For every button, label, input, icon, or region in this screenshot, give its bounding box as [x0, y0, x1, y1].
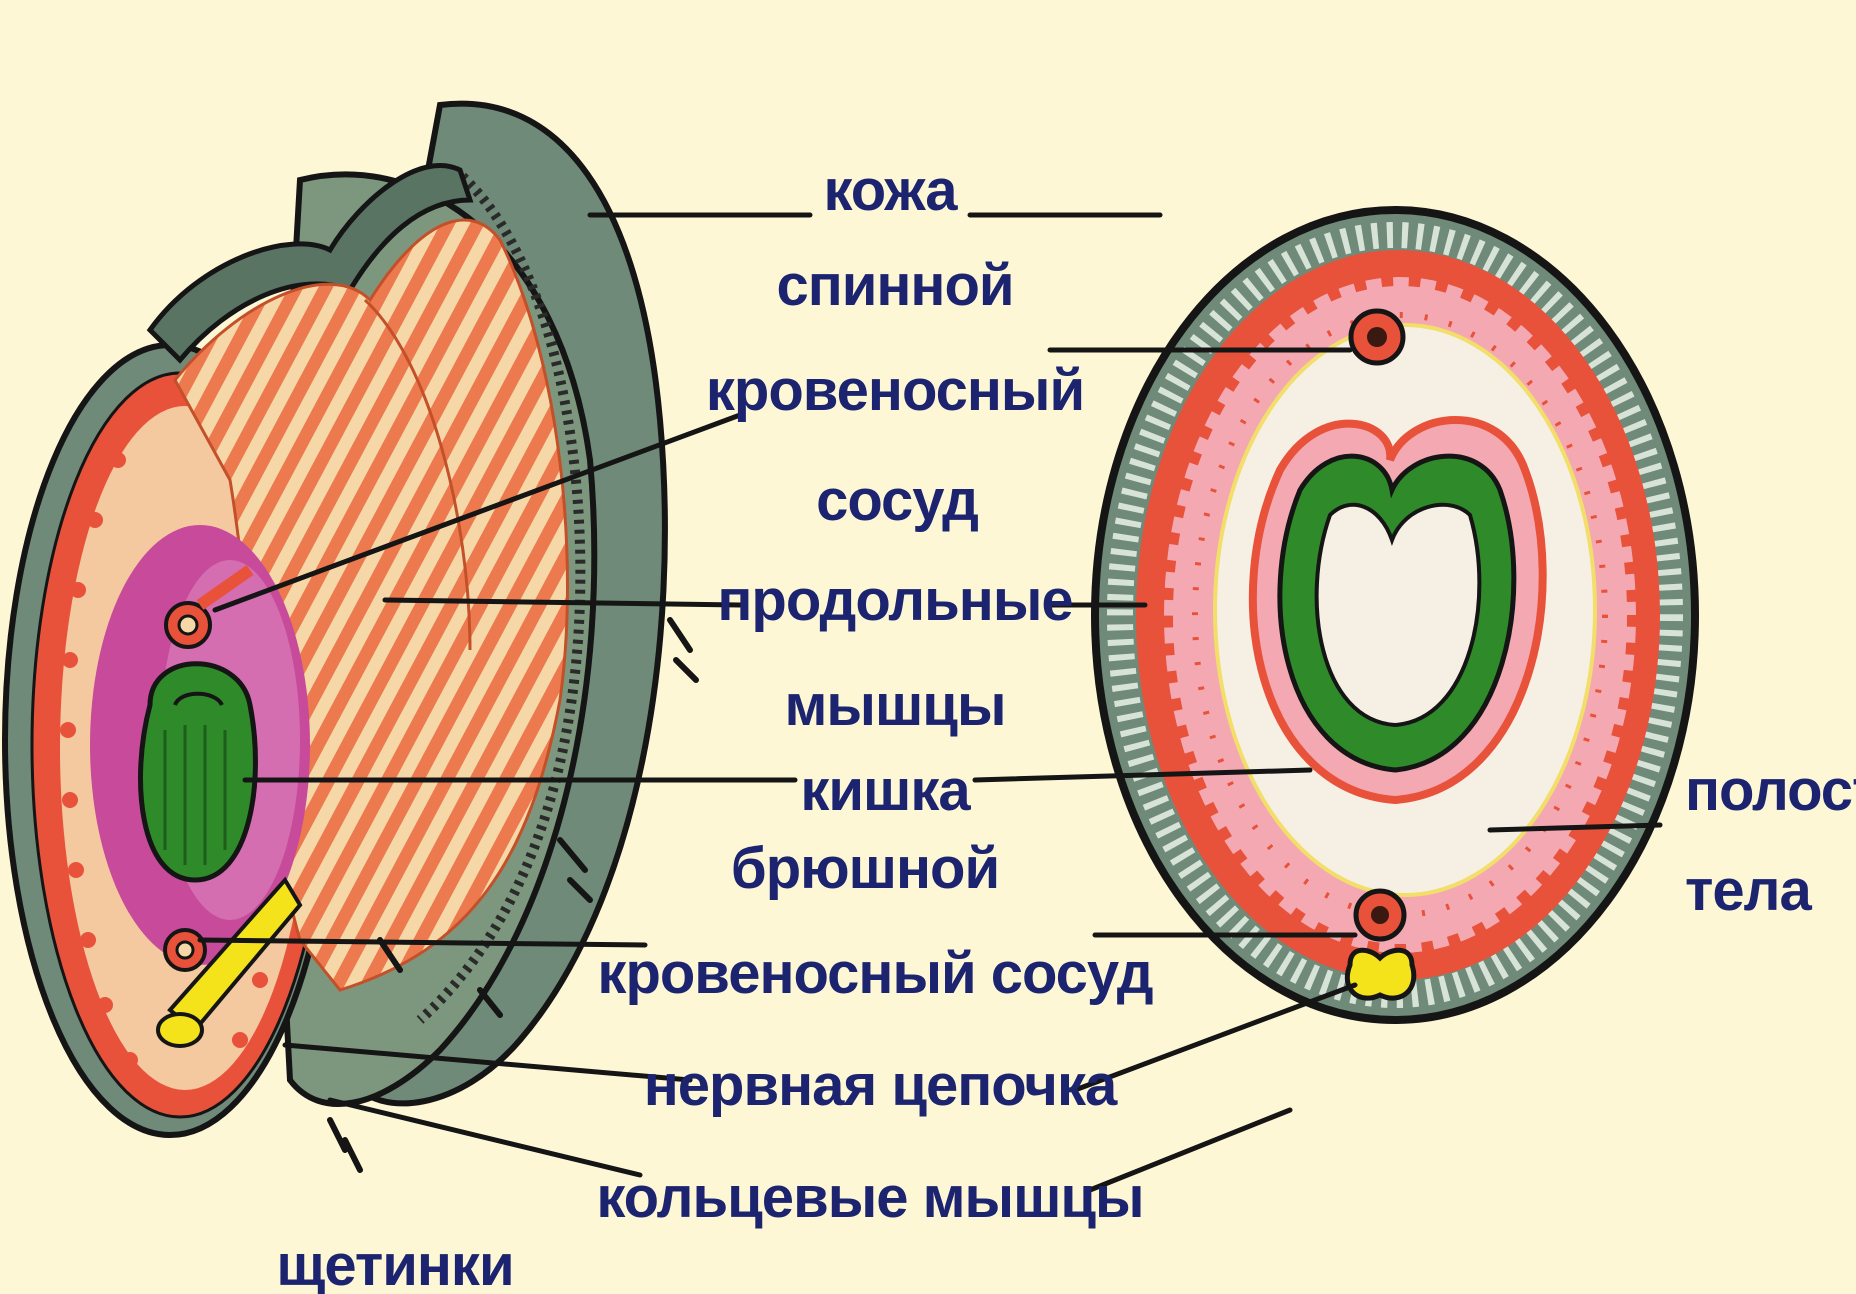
worm-segment-3d — [5, 104, 696, 1170]
label-dorsal-3: сосуд — [816, 468, 978, 533]
nerve-cord-right — [1347, 950, 1413, 998]
intestine-left — [140, 664, 255, 880]
label-nerve-cord: нервная цепочка — [644, 1053, 1118, 1118]
label-body-cavity-2: тела — [1685, 858, 1813, 923]
label-longitudinal-2: мышцы — [785, 673, 1006, 738]
label-longitudinal-1: продольные — [717, 568, 1072, 633]
label-dorsal-2: кровеносный — [706, 358, 1084, 423]
dorsal-vessel-right — [1351, 311, 1403, 363]
label-body-cavity-1: полость — [1685, 758, 1856, 823]
label-dorsal-1: спинной — [776, 253, 1013, 318]
worm-cross-section — [1095, 210, 1695, 1020]
ventral-vessel-right — [1356, 891, 1404, 939]
label-ventral-2: кровеносный сосуд — [597, 941, 1152, 1006]
label-ventral-1: брюшной — [731, 836, 999, 901]
label-skin: кожа — [823, 158, 958, 223]
label-circular-muscles: кольцевые мышцы — [596, 1165, 1143, 1230]
ventral-vessel-left — [165, 930, 205, 970]
label-intestine: кишка — [800, 758, 971, 823]
label-bristles: щетинки — [276, 1233, 513, 1294]
